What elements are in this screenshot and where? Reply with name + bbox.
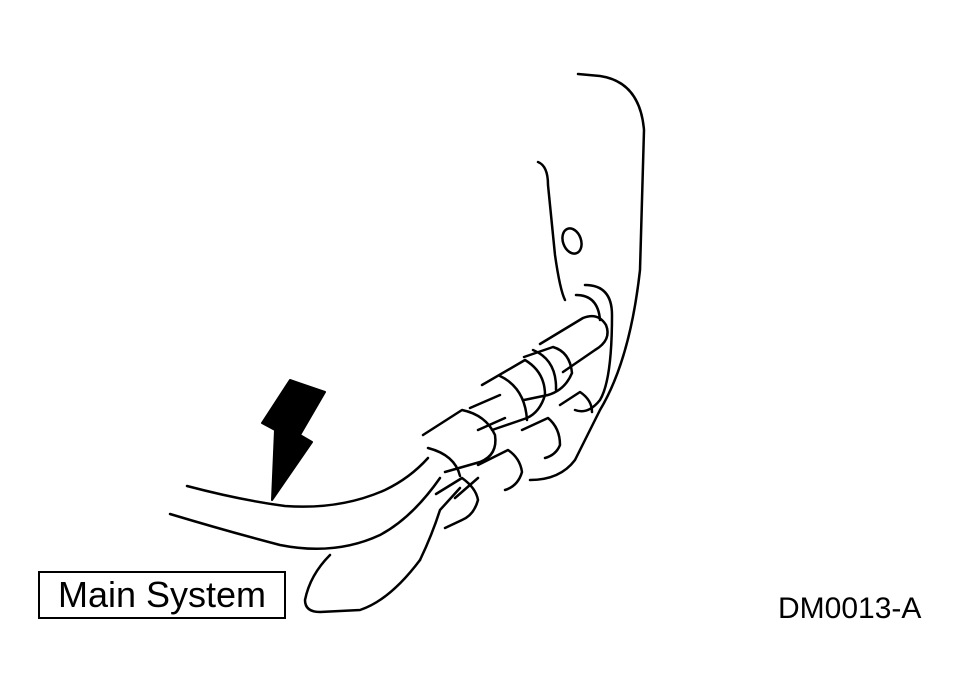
upper-collar-ring <box>531 348 558 392</box>
panel-lower-edge <box>303 553 422 614</box>
secondary-fitting <box>434 476 480 530</box>
main-line-upper <box>185 456 430 508</box>
panel-outline <box>528 72 646 482</box>
lower-fitting-seam <box>426 446 462 478</box>
upper-collar <box>522 345 574 402</box>
figure-code: DM0013-A <box>778 592 922 625</box>
secondary-fitting-2 <box>476 448 524 492</box>
port-recess <box>573 283 614 413</box>
tube-stub <box>538 314 609 374</box>
upper-fitting <box>480 358 547 432</box>
main-line-lower <box>168 476 442 551</box>
coupling-link <box>468 393 507 432</box>
port-recess-inner <box>574 293 602 322</box>
main-system-label: Main System <box>38 571 286 619</box>
secondary-fitting-4 <box>558 390 594 414</box>
mounting-hole <box>561 227 583 255</box>
secondary-line <box>418 476 480 562</box>
upper-fitting-seam <box>498 374 529 422</box>
pointer-arrow <box>261 379 326 501</box>
bracket-plate <box>536 160 567 302</box>
lower-fitting <box>421 408 497 474</box>
secondary-fitting-3 <box>520 416 562 460</box>
